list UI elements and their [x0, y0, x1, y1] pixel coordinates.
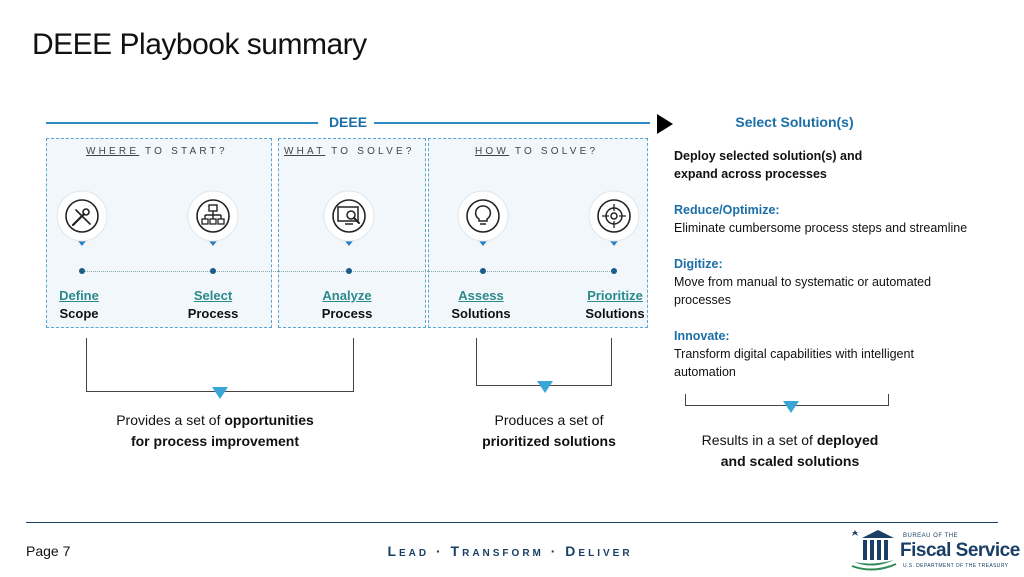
- step-label-prioritize: Prioritize: [587, 288, 643, 303]
- step-label-define: Define: [59, 288, 99, 303]
- step-sublabel-process: Process: [187, 306, 239, 321]
- timeline-dot: [210, 268, 216, 274]
- timeline-dot: [79, 268, 85, 274]
- logo-text-fiscal-service: Fiscal Service: [900, 540, 1020, 561]
- step-sublabel-solutions: Solutions: [585, 306, 645, 321]
- lightbulb-icon: [453, 188, 513, 268]
- phase-heading-what: WHAT TO SOLVE?: [284, 146, 415, 157]
- org-chart-icon: [183, 188, 243, 268]
- page-title: DEEE Playbook summary: [32, 28, 367, 61]
- result-right: Results in a set of deployed and scaled …: [701, 432, 879, 469]
- right-panel-intro: Deploy selected solution(s) and expand a…: [674, 149, 863, 181]
- footer-divider: [26, 522, 998, 523]
- step-sublabel-solutions: Solutions: [451, 306, 511, 321]
- down-arrow-icon: [212, 387, 228, 399]
- right-panel-item-innovate: Innovate: Transform digital capabilities…: [674, 329, 914, 379]
- result-left: Provides a set of opportunities for proc…: [116, 412, 314, 449]
- step-sublabel-process: Process: [321, 306, 373, 321]
- result-middle: Produces a set of prioritized solutions: [482, 412, 616, 449]
- deee-line-left: [46, 122, 318, 124]
- deee-line-right: [374, 122, 650, 124]
- logo-text-bureau: BUREAU OF THE: [903, 533, 959, 539]
- step-label-assess: Assess: [458, 288, 504, 303]
- wrench-screwdriver-icon: [52, 188, 112, 268]
- logo-text-treasury: U.S. DEPARTMENT OF THE TREASURY: [903, 563, 1009, 569]
- monitor-magnifier-icon: [319, 188, 379, 268]
- bracket-middle: [476, 338, 612, 386]
- step-label-analyze: Analyze: [322, 288, 372, 303]
- step-label-select: Select: [193, 288, 233, 303]
- right-panel-item-digitize: Digitize: Move from manual to systematic…: [674, 257, 932, 307]
- step-sublabel-scope: Scope: [59, 306, 99, 321]
- timeline-dot: [480, 268, 486, 274]
- down-arrow-icon: [783, 401, 799, 413]
- right-panel-item-reduce: Reduce/Optimize: Eliminate cumbersome pr…: [674, 203, 968, 235]
- timeline-dot: [346, 268, 352, 274]
- target-icon: [584, 188, 644, 268]
- bracket-left: [86, 338, 354, 392]
- page-number: Page 7: [26, 543, 71, 559]
- phase-heading-where: WHERE TO START?: [86, 146, 228, 157]
- arrow-right-icon: [657, 114, 673, 134]
- fiscal-service-logo-icon: [848, 526, 898, 572]
- down-arrow-icon: [537, 381, 553, 393]
- deee-label: DEEE: [328, 114, 368, 130]
- footer-tagline: Lead · Transform · Deliver: [387, 543, 633, 559]
- select-solutions-heading: Select Solution(s): [735, 114, 854, 130]
- timeline-dot: [611, 268, 617, 274]
- phase-heading-how: HOW TO SOLVE?: [475, 146, 599, 157]
